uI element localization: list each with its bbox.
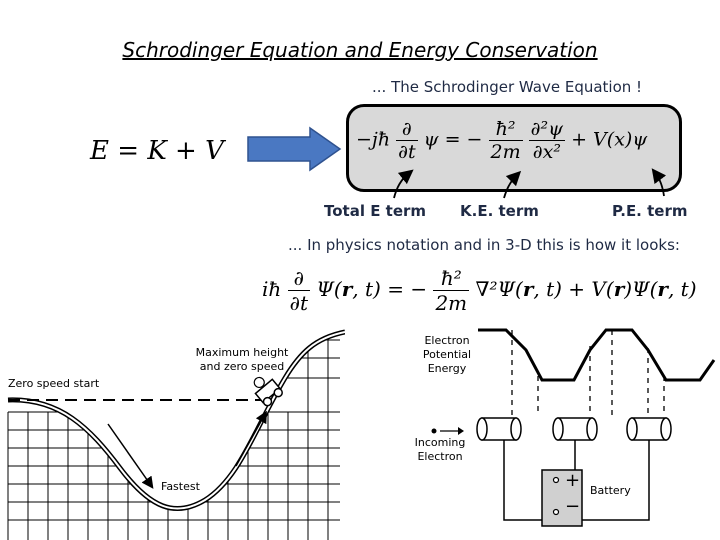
incoming-direction-arrow-icon (431, 427, 464, 435)
battery-icon (541, 469, 583, 527)
guide-lines (511, 330, 665, 416)
battery-label: Battery (590, 484, 631, 497)
incoming-electron-label: Incoming Electron (414, 436, 466, 463)
electrode-cylinders (476, 417, 672, 441)
track-inner (7, 331, 345, 510)
pe-term-pointer (651, 168, 667, 197)
max-height-label: Maximum height and zero speed (195, 346, 289, 373)
battery-plus-sign: + (565, 470, 581, 491)
energy-symbol: E (90, 136, 109, 166)
energy-conservation-equation: E = K + V (90, 136, 224, 166)
potential-energy-curve (478, 328, 716, 382)
pe-term-label: P.E. term (612, 202, 688, 220)
equals-sign: = (117, 136, 140, 166)
coaster-cart-icon (253, 376, 283, 407)
potential-symbol: V (205, 136, 224, 166)
roller-coaster-diagram (0, 318, 345, 540)
physics-notation-caption: ... In physics notation and in 3-D this … (288, 236, 680, 254)
fastest-label: Fastest (159, 480, 202, 494)
battery-positive-terminal (552, 476, 560, 484)
kinetic-symbol: K (147, 136, 167, 166)
ascent-arrow (235, 410, 267, 467)
battery-minus-sign: − (565, 496, 581, 517)
descent-arrow (107, 423, 154, 489)
battery-negative-terminal (552, 508, 560, 516)
term-pointers (393, 168, 667, 199)
electron-potential-label: Electron Potential Energy (422, 334, 472, 375)
ke-term-pointer (503, 170, 522, 199)
electron-potential-diagram (476, 328, 716, 527)
total-term-pointer (393, 169, 414, 199)
right-arrow-icon (247, 126, 342, 172)
wave-equation-caption: ... The Schrodinger Wave Equation ! (372, 78, 643, 96)
track-sky (0, 318, 345, 509)
zero-speed-start-label: Zero speed start (8, 377, 100, 390)
total-e-term-label: Total E term (324, 202, 427, 220)
ke-term-label: K.E. term (460, 202, 539, 220)
page-title: Schrodinger Equation and Energy Conserva… (122, 38, 598, 62)
plus-sign: + (175, 136, 197, 166)
